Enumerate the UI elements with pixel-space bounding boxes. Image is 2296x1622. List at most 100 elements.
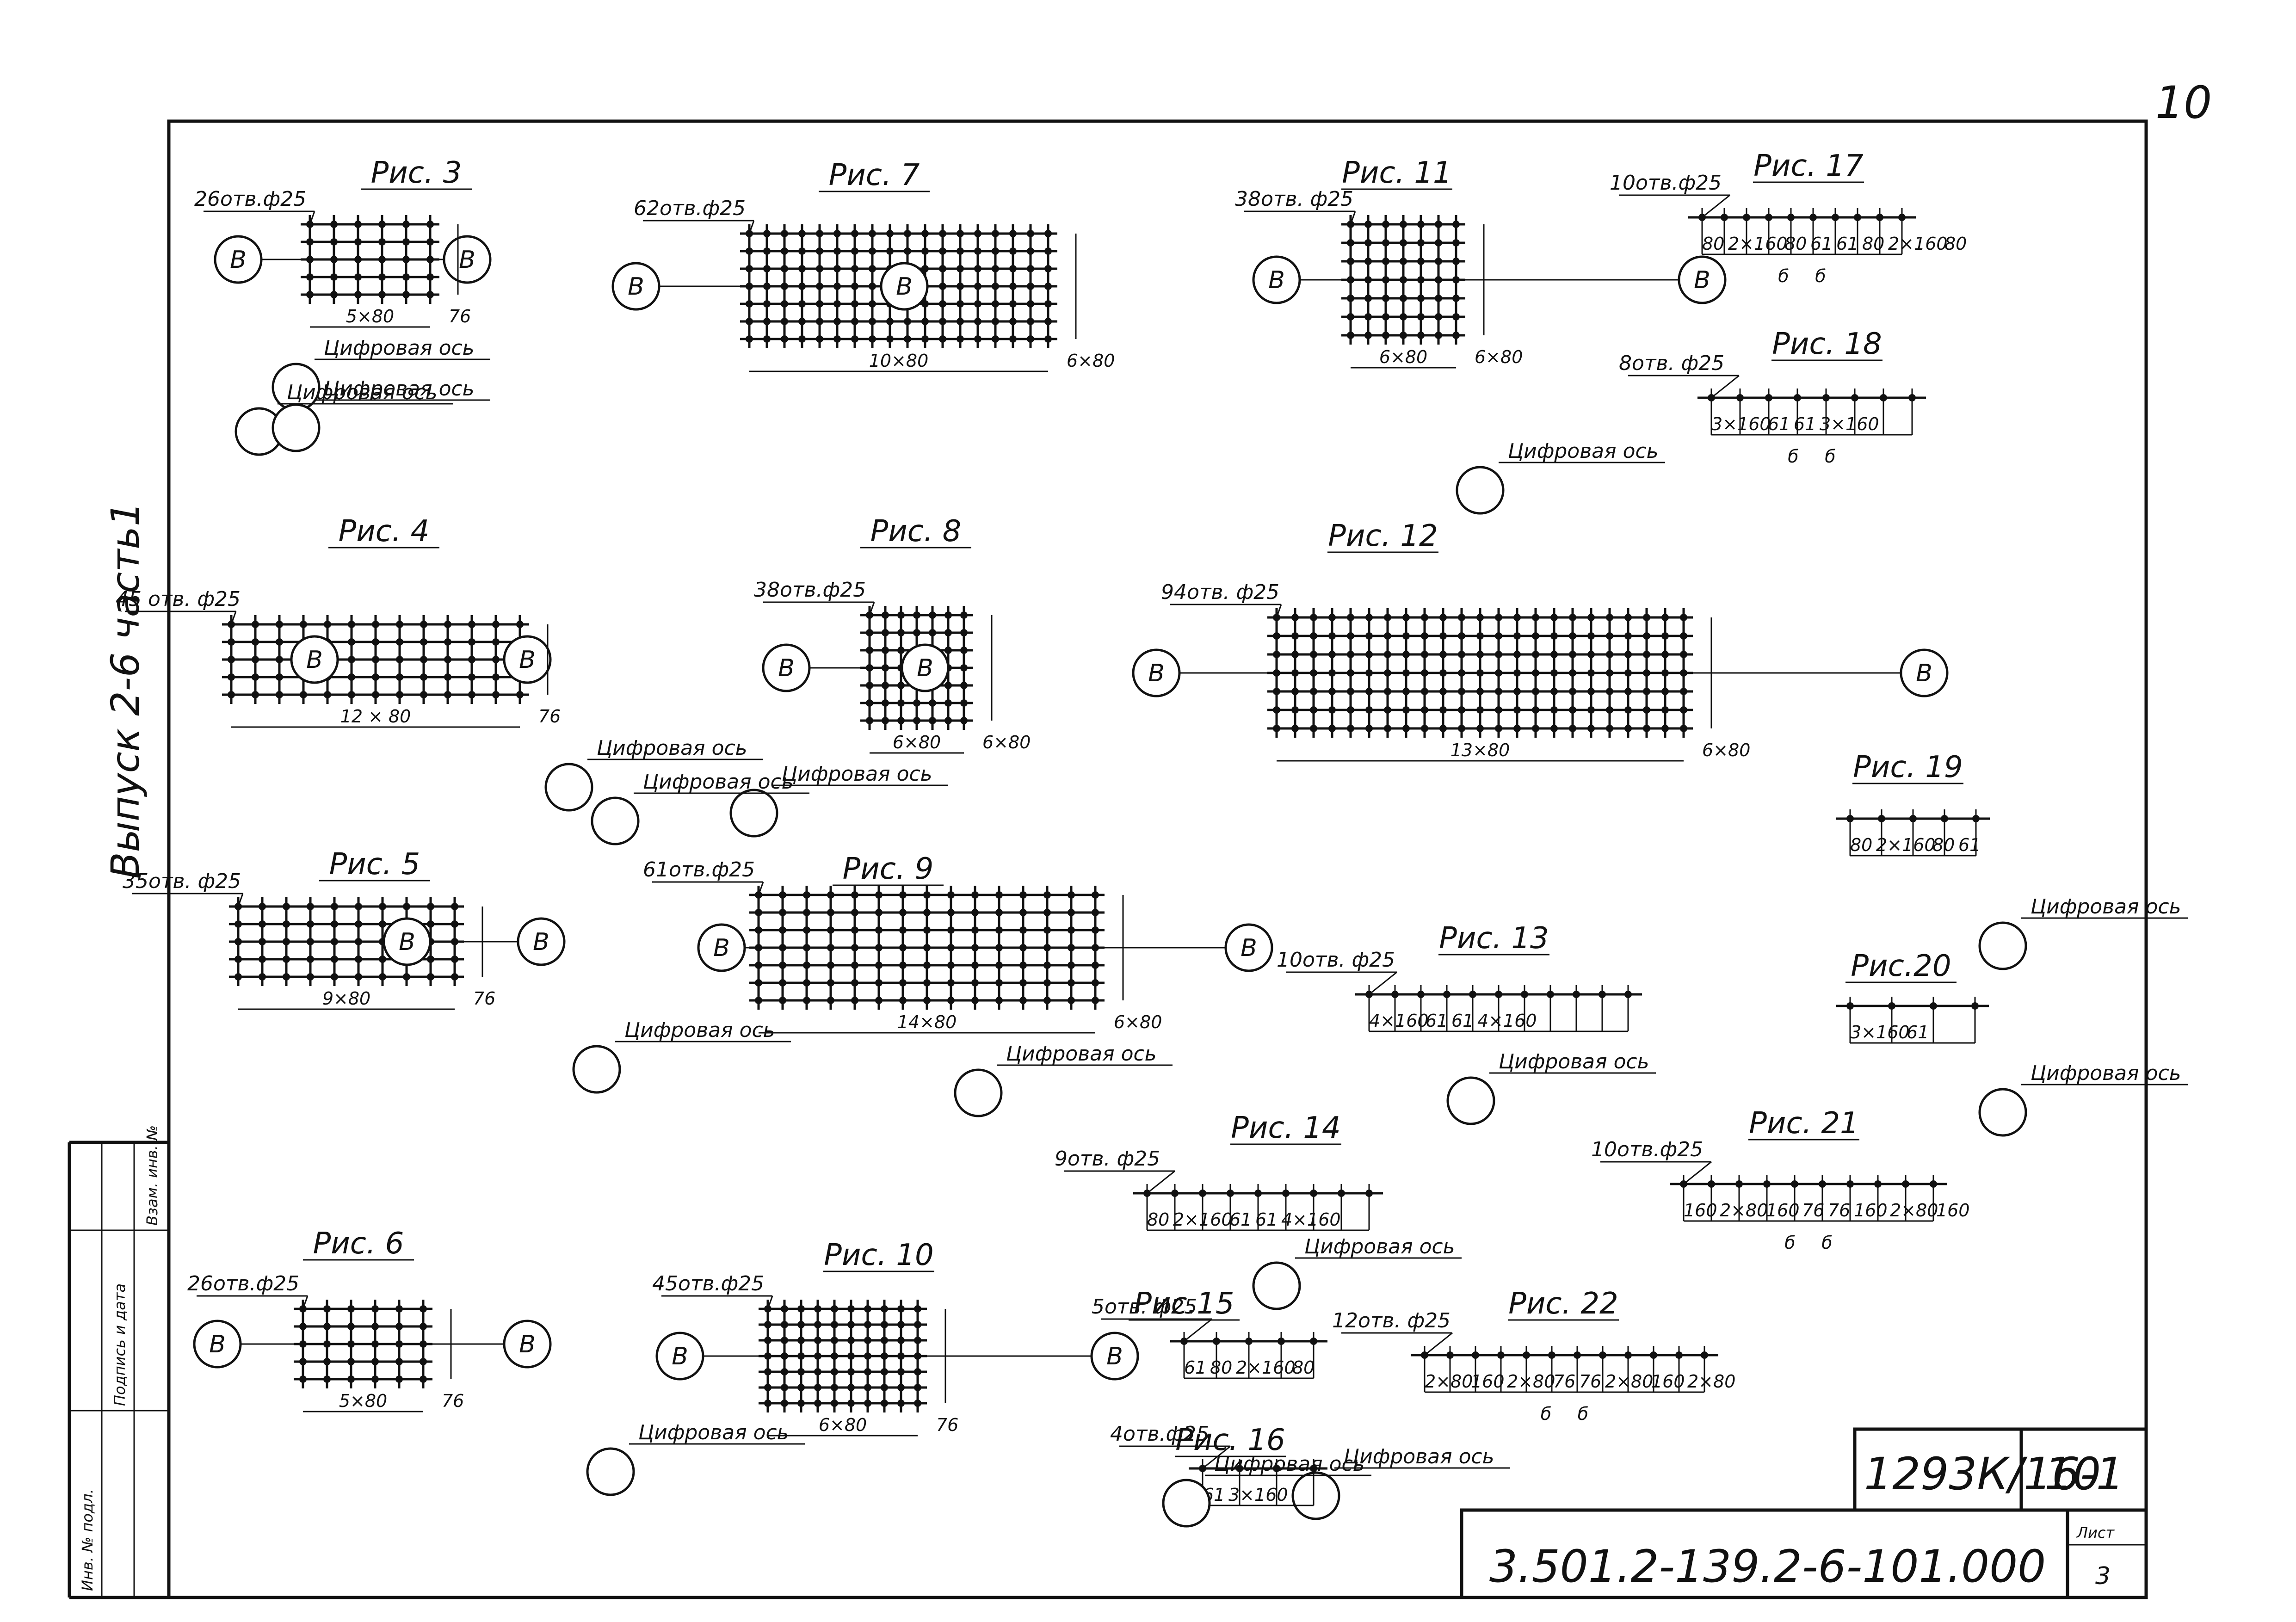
axis-letter: В (519, 646, 536, 674)
digital-axis-label: Цифровая ось (1508, 439, 1659, 463)
dimension-label: 2×160 (1888, 234, 1948, 254)
axis-bubble (1456, 466, 1505, 515)
dimension-label: 80 (1862, 234, 1884, 254)
axis-bubble (591, 796, 640, 845)
axis-bubble (901, 643, 950, 692)
dimension-label: 76 (1553, 1371, 1575, 1392)
axis-bubble (503, 1320, 552, 1369)
drawing-number: 3.501.2-139.2-6-101.000 (1489, 1541, 2046, 1592)
sheet-label: Лист (2076, 1524, 2115, 1542)
dimension-label: 80 (1702, 234, 1724, 254)
sheet-frame (68, 119, 2148, 1599)
dimension-label: 2×80 (1890, 1200, 1938, 1221)
dimension-label: 76 (936, 1415, 958, 1435)
axis-bubble (214, 235, 263, 284)
dimension-label: 76 (538, 706, 561, 727)
digital-axis: Цифровая ось (1446, 1050, 1656, 1125)
digital-axis-label: Цифровая ось (638, 1421, 789, 1444)
hole-count-label: 35отв. ф25 (123, 870, 241, 893)
dimension-label: 3×160 (1820, 414, 1879, 434)
dimension-label: 2×160 (1236, 1357, 1296, 1378)
page-number: 10 (2155, 77, 2212, 129)
axis-letter: В (896, 273, 913, 301)
dimension-label: 6×80 (1475, 347, 1523, 367)
digital-axis-label: Цифровая ось (1214, 1452, 1365, 1476)
dimension-label: 4×160 (1369, 1011, 1429, 1031)
hole-count-label: 26отв.ф25 (187, 1272, 299, 1295)
dimension-label: 76 (473, 988, 495, 1009)
dimension-label: 3×160 (1850, 1022, 1910, 1042)
digital-axis-label: Цифровая ось (2031, 1061, 2181, 1085)
dimension-label: 76 (442, 1391, 464, 1411)
dimension-label: 12 × 80 (340, 706, 411, 727)
figure-title: Рис.15 (1134, 1287, 1234, 1321)
hole-count-label: 45отв.ф25 (652, 1272, 764, 1295)
dimension-label: 5×80 (339, 1391, 387, 1411)
figure-title: Рис.20 (1851, 949, 1951, 983)
axis-bubble (193, 1320, 242, 1369)
dimension-label: 14×80 (897, 1012, 957, 1032)
axis-letter: В (713, 934, 730, 962)
dimension-label: 61 (1958, 835, 1981, 855)
figure-title: Рис. 3 (371, 156, 462, 190)
figure-title: Рис. 12 (1328, 519, 1438, 553)
axis-bubble (762, 643, 811, 692)
hole-count-label: 38отв. ф25 (1235, 187, 1353, 211)
dimension-label: б (1821, 1233, 1832, 1253)
axis-bubble (1132, 648, 1181, 697)
axis-bubble (729, 789, 778, 838)
hole-count-label: 4отв.ф25 (1110, 1422, 1209, 1446)
axis-bubble (503, 635, 552, 684)
dimension-label: 80 (1850, 835, 1872, 855)
hole-count-label: 94отв. ф25 (1161, 580, 1279, 604)
figure-title: Рис. 7 (829, 158, 920, 192)
dimension-label: 61 (1426, 1011, 1448, 1031)
hole-count-label: 12отв. ф25 (1332, 1309, 1450, 1332)
figure-title: Рис. 21 (1749, 1106, 1859, 1141)
hole-count-label: 9отв. ф25 (1055, 1147, 1160, 1171)
dimension-label: б (1815, 266, 1826, 286)
figure-title: Рис. 18 (1772, 327, 1882, 361)
axis-letter: В (917, 654, 933, 682)
dimension-label: 160 (1651, 1371, 1685, 1392)
dimension-label: б (1784, 1233, 1795, 1253)
axis-bubble (954, 1068, 1003, 1117)
axis-bubble (383, 917, 432, 966)
dimension-label: 3×160 (1711, 414, 1771, 434)
axis-letter: В (399, 928, 415, 956)
dimension-label: 80 (1147, 1209, 1169, 1230)
dimension-label: 160 (1684, 1200, 1717, 1221)
hole-count-label: 8отв. ф25 (1619, 352, 1724, 375)
axis-bubble (611, 262, 660, 311)
axis-bubble (1252, 1261, 1301, 1310)
dimension-label: 61 (1794, 414, 1816, 434)
sheet-value: 3 (2095, 1562, 2111, 1590)
dimension-label: б (1541, 1404, 1551, 1424)
dimension-label: 80 (1292, 1357, 1315, 1378)
dimension-label: 2×80 (1720, 1200, 1768, 1221)
dimension-label: 80 (1944, 234, 1967, 254)
digital-axis: Цифровая ось (1162, 1452, 1371, 1528)
axis-letter: В (209, 1331, 226, 1358)
axis-bubble (697, 923, 746, 972)
dimension-label: 61 (1184, 1357, 1206, 1378)
dimension-label: б (1778, 266, 1789, 286)
axis-bubble (880, 262, 929, 311)
dimension-label: б (1788, 446, 1798, 467)
figure-title: Рис. 11 (1342, 156, 1452, 190)
dimension-label: 80 (1210, 1357, 1232, 1378)
axis-letter: В (519, 1331, 536, 1358)
digital-axis-label: Цифровая ось (597, 736, 747, 760)
dimension-label: 10×80 (869, 351, 929, 371)
dimension-label: 80 (1932, 835, 1955, 855)
dimension-label: 76 (449, 306, 471, 327)
figure-title: Рис. 6 (313, 1227, 404, 1261)
